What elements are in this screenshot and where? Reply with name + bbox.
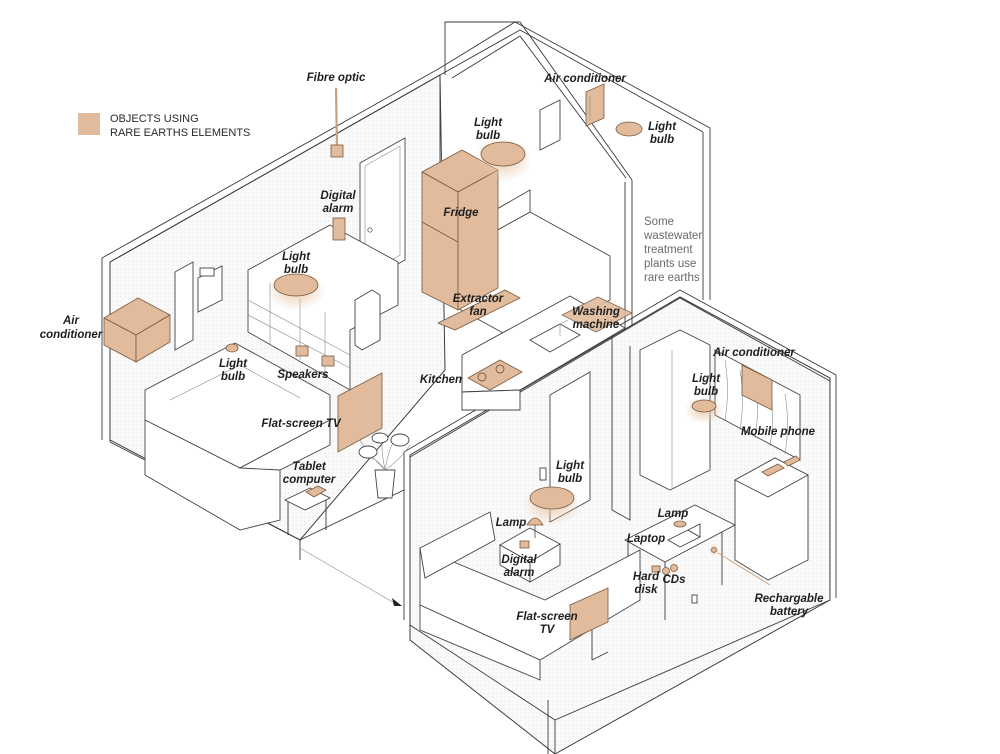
living-window: [174, 261, 194, 351]
legend-line-2: RARE EARTHS ELEMENTS: [110, 127, 250, 139]
lamp-bedside: [526, 517, 544, 526]
label-light-bulb-bath-1: Light: [648, 121, 677, 133]
light-bulb-living: [225, 343, 239, 353]
label-light-bulb-bedroom-1: Light: [556, 460, 585, 472]
bedroom-door: [549, 371, 591, 523]
fibre-optic-box: [330, 144, 344, 158]
speaker-right: [321, 355, 335, 367]
cd-2: [670, 564, 678, 572]
note-line-1: Some: [644, 216, 674, 228]
rechargable-battery: [711, 547, 717, 553]
label-flat-screen-tv-living: Flat-screen TV: [261, 418, 342, 430]
label-laptop: Laptop: [627, 533, 665, 545]
light-bulb-bedroom2: [691, 399, 717, 413]
legend: OBJECTS USING RARE EARTHS ELEMENTS: [78, 113, 250, 139]
label-light-bulb-bedroom2-2: bulb: [694, 386, 718, 398]
label-fridge: Fridge: [443, 207, 479, 219]
note-line-4: plants use: [644, 258, 696, 270]
label-light-bulb-shelf-1: Light: [282, 251, 311, 263]
label-lamp-desk: Lamp: [658, 508, 689, 520]
label-flat-screen-tv-bedroom-2: TV: [540, 624, 556, 636]
note-line-5: rare earths: [644, 272, 700, 284]
legend-line-1: OBJECTS USING: [110, 113, 199, 125]
label-tablet-computer-1: Tablet: [292, 461, 327, 473]
callout-labels: Fibre optic Digital alarm Light bulb Air…: [40, 72, 824, 636]
label-air-conditioner-living-2: conditioner: [40, 329, 103, 341]
label-cds: CDs: [662, 574, 685, 586]
label-light-bulb-bedroom-2: bulb: [558, 473, 582, 485]
label-light-bulb-kitchen-1: Light: [474, 117, 503, 129]
label-speakers: Speakers: [277, 369, 328, 381]
label-fibre-optic: Fibre optic: [307, 72, 366, 84]
label-tablet-computer-2: computer: [283, 474, 336, 486]
label-washing-machine-1: Washing: [572, 306, 620, 318]
wastewater-note: Some wastewater treatment plants use rar…: [643, 216, 702, 284]
tv-living: [337, 372, 383, 453]
light-bulb-bath: [615, 121, 643, 137]
label-light-bulb-shelf-2: bulb: [284, 264, 308, 276]
tv-bedroom: [569, 587, 609, 641]
note-line-2: wastewater: [643, 230, 702, 242]
label-digital-alarm-living-1: Digital: [320, 190, 356, 202]
label-digital-alarm-bedroom-2: alarm: [504, 567, 535, 579]
extractor-fan: [437, 289, 521, 331]
cooktop: [467, 359, 523, 391]
digital-alarm-bedroom: [519, 540, 530, 549]
cd-1: [662, 567, 670, 575]
lamp-desk: [673, 520, 687, 528]
label-rechargable-battery-2: battery: [770, 606, 809, 618]
label-air-conditioner-bedroom: Air conditioner: [712, 347, 795, 359]
outer-wall-top: [101, 21, 711, 259]
ac-living-unit: [103, 297, 171, 363]
plant: [358, 432, 411, 499]
kitchen-area: [421, 149, 633, 411]
note-line-3: treatment: [644, 244, 693, 256]
label-kitchen: Kitchen: [420, 374, 462, 386]
label-extractor-fan-2: fan: [469, 306, 486, 318]
washing-machine: [561, 296, 633, 333]
legend-swatch: [78, 113, 100, 135]
speaker-left: [295, 345, 309, 357]
label-light-bulb-kitchen-2: bulb: [476, 130, 500, 142]
light-bulb-kitchen: [480, 141, 526, 167]
rare-earth-objects: [103, 87, 801, 661]
digital-alarm-living: [332, 217, 346, 241]
label-light-bulb-living-2: bulb: [221, 371, 245, 383]
label-extractor-fan-1: Extractor: [453, 293, 504, 305]
label-digital-alarm-living-2: alarm: [323, 203, 354, 215]
mobile-phone: [761, 463, 785, 477]
label-washing-machine-2: machine: [573, 319, 620, 331]
label-rechargable-battery-1: Rechargable: [754, 593, 824, 605]
label-light-bulb-bedroom2-1: Light: [692, 373, 721, 385]
label-digital-alarm-bedroom-1: Digital: [501, 554, 537, 566]
label-air-conditioner-bath: Air conditioner: [543, 73, 626, 85]
label-lamp-bedside: Lamp: [496, 517, 527, 529]
ac-bedroom-unit: [741, 364, 773, 411]
wardrobe: [639, 329, 711, 491]
ac-bathroom-unit: [585, 83, 605, 127]
bathroom: [539, 83, 605, 151]
label-flat-screen-tv-bedroom-1: Flat-screen: [516, 611, 577, 623]
light-bulb-bedroom: [529, 486, 575, 510]
label-light-bulb-living-1: Light: [219, 358, 248, 370]
hard-disk: [651, 565, 661, 573]
label-hard-disk-1: Hard: [633, 571, 660, 583]
label-mobile-phone: Mobile phone: [741, 426, 816, 438]
light-bulb-shelf: [273, 273, 319, 297]
label-light-bulb-bath-2: bulb: [650, 134, 674, 146]
tablet: [305, 485, 327, 498]
living-room: [144, 137, 411, 535]
label-hard-disk-2: disk: [634, 584, 658, 596]
label-air-conditioner-living-1: Air: [62, 315, 80, 327]
